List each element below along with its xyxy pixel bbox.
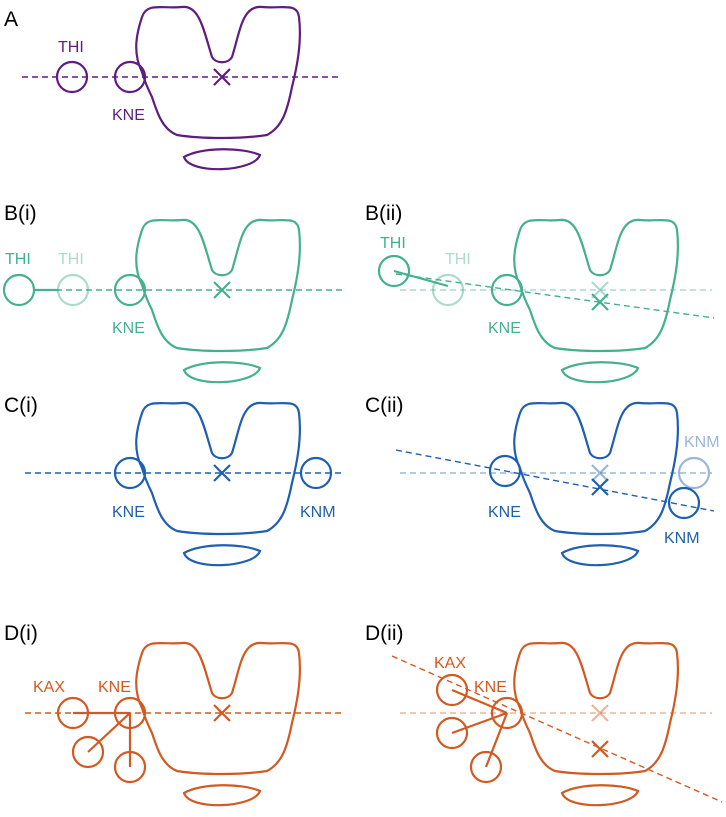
kax-label: KAX — [434, 655, 466, 672]
thi-circle — [2, 273, 36, 307]
panel-c-i: C(i) KNE KNM — [4, 394, 342, 567]
thi-original-circle — [431, 273, 465, 307]
thi-circle — [377, 254, 411, 288]
thyroid-lower-lobe — [560, 361, 640, 384]
bottom-kne-link — [484, 712, 509, 768]
center-cross-marker — [213, 704, 231, 722]
panel-d-i-label: D(i) — [4, 622, 38, 645]
kne-label: KNE — [112, 107, 145, 124]
kne-circle — [113, 273, 147, 307]
thi-circle — [55, 60, 89, 94]
lower-left-kne-link — [451, 711, 508, 735]
kne-label: KNE — [112, 504, 145, 521]
panel-d-ii-label: D(ii) — [365, 622, 403, 645]
panel-a: A THI KNE — [4, 5, 342, 171]
kne-circle — [488, 454, 522, 488]
thi-displacement-line — [393, 269, 449, 288]
center-cross-marker — [213, 281, 231, 299]
node-circle-lower-left — [71, 735, 105, 769]
knm-circle — [667, 486, 701, 520]
panel-c-ii-label: C(ii) — [365, 394, 403, 417]
lower-left-kne-link — [87, 712, 131, 753]
panel-d-i: D(i) KAX KNE — [4, 622, 342, 807]
kne-circle — [113, 60, 147, 94]
center-cross-marker — [591, 740, 609, 758]
knm-label: KNM — [664, 530, 700, 547]
kax-kne-link — [451, 688, 508, 715]
thi-label: THI — [380, 235, 406, 252]
original-cross-marker — [591, 464, 609, 482]
kne-circle — [490, 696, 524, 730]
panel-b-ii: B(ii) THI THI KNE — [365, 202, 715, 384]
panel-c-ii: C(ii) KNE KNM KNM — [365, 394, 720, 567]
kne-label: KNE — [488, 504, 521, 521]
knm-label: KNM — [300, 504, 336, 521]
kne-circle — [113, 456, 147, 490]
center-cross-marker — [213, 68, 231, 86]
panel-b-i-label: B(i) — [4, 202, 37, 225]
rotated-axis-line — [395, 449, 715, 512]
knm-original-circle — [677, 456, 711, 490]
rotated-axis-line — [391, 655, 723, 803]
panel-a-label: A — [4, 8, 18, 31]
thi-label: THI — [5, 251, 31, 268]
kne-label: KNE — [98, 679, 131, 696]
rotated-axis-line — [395, 273, 715, 319]
knm-circle — [299, 456, 333, 490]
kne-label: KNE — [112, 320, 145, 337]
thyroid-lower-lobe — [182, 148, 262, 171]
kax-circle — [435, 673, 469, 707]
original-cross-marker — [591, 704, 609, 722]
thi-original-label: THI — [58, 251, 84, 268]
node-circle-lower-left — [435, 716, 469, 750]
thi-original-label: THI — [445, 251, 471, 268]
thyroid-lower-lobe — [560, 784, 640, 807]
panel-b-i: B(i) THI THI KNE — [2, 202, 342, 384]
center-cross-marker — [213, 464, 231, 482]
panel-d-ii: D(ii) KAX KNE — [365, 622, 723, 807]
kax-label: KAX — [33, 679, 65, 696]
thyroid-lower-lobe — [182, 544, 262, 567]
center-cross-marker — [591, 478, 609, 496]
node-circle-bottom — [469, 750, 503, 784]
thyroid-lower-lobe — [560, 544, 640, 567]
kne-circle — [490, 273, 524, 307]
panel-c-i-label: C(i) — [4, 394, 38, 417]
panel-b-ii-label: B(ii) — [365, 202, 402, 225]
thyroid-lower-lobe — [182, 784, 262, 807]
kne-label: KNE — [474, 679, 507, 696]
kne-label: KNE — [488, 320, 521, 337]
thi-label: THI — [58, 39, 84, 56]
thi-original-circle — [56, 273, 90, 307]
thyroid-lower-lobe — [182, 361, 262, 384]
center-cross-marker — [591, 293, 609, 311]
knm-original-label: KNM — [684, 434, 720, 451]
